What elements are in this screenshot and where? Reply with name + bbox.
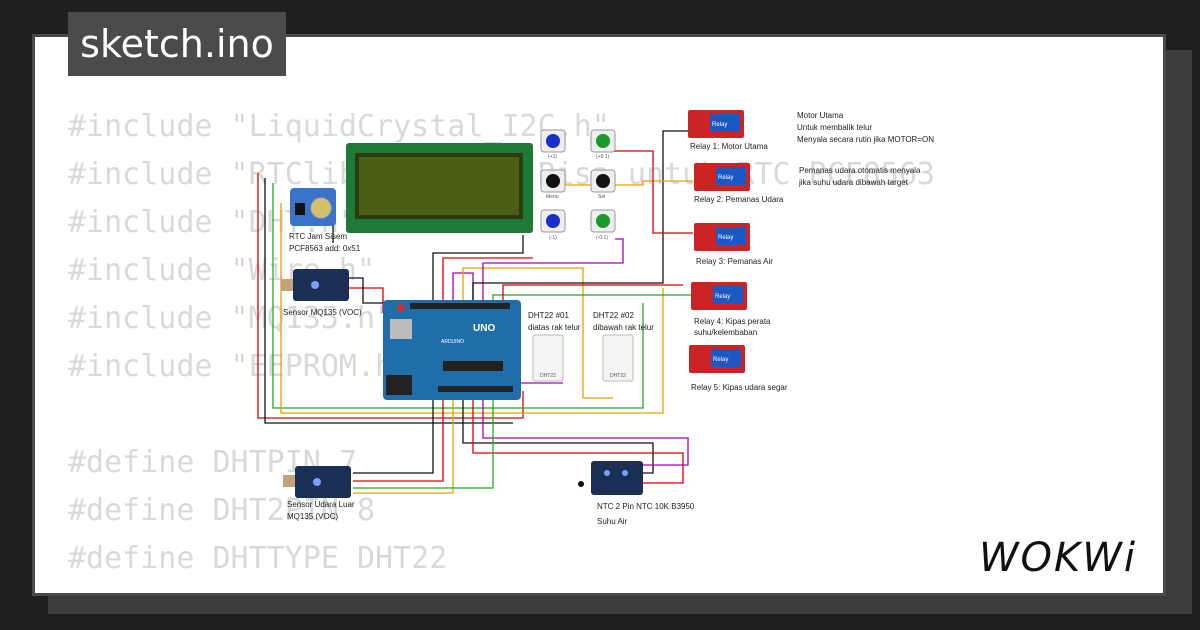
arduino-brand: UNO	[473, 323, 495, 334]
button-minus1[interactable]	[546, 214, 560, 228]
outdoor-label-2: MQ135 (VOC)	[287, 512, 338, 521]
dht1-chip: DHT22	[540, 373, 556, 379]
relay-2: Relay Relay 2: Pemanas Udara	[694, 163, 784, 204]
ntc-label-1: NTC 2 Pin NTC 10K B3950	[597, 502, 695, 511]
mq135-outdoor-sensor: Sensor Udara Luar MQ135 (VOC)	[283, 466, 355, 521]
dht22-sensor-1: DHT22 #01 diatas rak telur DHT22	[528, 311, 581, 382]
mq135-label: Sensor MQ135 (VOC)	[283, 308, 362, 317]
relay-1: Relay Relay 1: Motor Utama	[688, 110, 768, 151]
button-plus1[interactable]	[546, 134, 560, 148]
outdoor-label-1: Sensor Udara Luar	[287, 500, 355, 509]
wokwi-logo-text: WOKWi	[979, 535, 1137, 581]
file-tab[interactable]: sketch.ino	[68, 12, 286, 76]
relay-2-text: Relay	[718, 175, 733, 181]
circuit-diagram: (+1) (+0.1) Menu Set (-1) (-0.1) RTC Jam…	[257, 110, 934, 526]
button-minus01[interactable]	[596, 214, 610, 228]
relay-4: Relay Relay 4: Kipas perata suhu/kelemba…	[691, 282, 771, 337]
relay-3-label: Relay 3: Pemanas Air	[696, 257, 773, 266]
relay-4-label-2: suhu/kelembaban	[694, 328, 757, 337]
arduino-uno: UNO ARDUINO	[383, 300, 521, 400]
button-plus01[interactable]	[596, 134, 610, 148]
code-line: #define DHT2PIN 8	[68, 493, 376, 528]
relay-4-label: Relay 4: Kipas perata	[694, 317, 771, 326]
lcd-display	[346, 143, 533, 233]
push-buttons: (+1) (+0.1) Menu Set (-1) (-0.1)	[540, 129, 616, 241]
relay-3-text: Relay	[718, 235, 733, 241]
note-motor-2: Untuk membalik telur	[797, 123, 872, 132]
ntc-sensor: NTC 2 Pin NTC 10K B3950 Suhu Air	[578, 461, 695, 526]
relay-1-text: Relay	[712, 122, 727, 128]
note-motor-1: Motor Utama	[797, 111, 844, 120]
relay-2-label: Relay 2: Pemanas Udara	[694, 195, 784, 204]
mq135-sensor: Sensor MQ135 (VOC)	[281, 269, 362, 317]
dht1-label-1: DHT22 #01	[528, 311, 569, 320]
code-line: #define DHTTYPE DHT22	[68, 541, 448, 576]
code-line: #include "EEPROM.h"	[68, 349, 412, 384]
label-plus1: (+1)	[548, 154, 557, 160]
relay-5-text: Relay	[713, 357, 728, 363]
label-minus01: (-0.1)	[596, 235, 608, 241]
dht22-sensor-2: DHT22 #02 dibawah rak telur DHT22	[593, 311, 654, 382]
notes: Motor Utama Untuk membalik telur Menyala…	[797, 111, 934, 187]
preview-card: #include "LiquidCrystal_I2C.h" #include …	[32, 34, 1166, 596]
label-plus01: (+0.1)	[596, 154, 610, 160]
code-background: #include "LiquidCrystal_I2C.h" #include …	[68, 103, 935, 583]
wokwi-logo: WOKWi	[979, 535, 1137, 581]
rtc-module: RTC Jam Sisem PCF8563 add: 0x51	[289, 188, 361, 253]
label-menu: Menu	[546, 194, 559, 200]
relay-1-label: Relay 1: Motor Utama	[690, 142, 768, 151]
note-motor-3: Menyala secara rutin jika MOTOR=ON	[797, 135, 934, 144]
button-set[interactable]	[596, 174, 610, 188]
arduino-sub: ARDUINO	[441, 339, 464, 345]
relay-5: Relay Relay 5: Kipas udara segar	[689, 345, 788, 392]
dht2-chip: DHT22	[610, 373, 626, 379]
ntc-label-2: Suhu Air	[597, 517, 628, 526]
rtc-label-1: RTC Jam Sisem	[289, 232, 347, 241]
dht2-label-2: dibawah rak telur	[593, 323, 654, 332]
button-menu[interactable]	[546, 174, 560, 188]
label-set: Set	[598, 194, 606, 200]
dht1-label-2: diatas rak telur	[528, 323, 581, 332]
relay-4-text: Relay	[715, 294, 730, 300]
dht2-label-1: DHT22 #02	[593, 311, 634, 320]
rtc-label-2: PCF8563 add: 0x51	[289, 244, 361, 253]
note-heater-2: jika suhu udara dibawah target	[798, 178, 909, 187]
note-heater-1: Pemanas udara otomatis menyala	[799, 166, 921, 175]
code-line: #include "DHT.h"	[68, 205, 357, 240]
relay-3: Relay Relay 3: Pemanas Air	[694, 223, 773, 266]
relay-5-label: Relay 5: Kipas udara segar	[691, 383, 788, 392]
label-minus1: (-1)	[549, 235, 557, 241]
